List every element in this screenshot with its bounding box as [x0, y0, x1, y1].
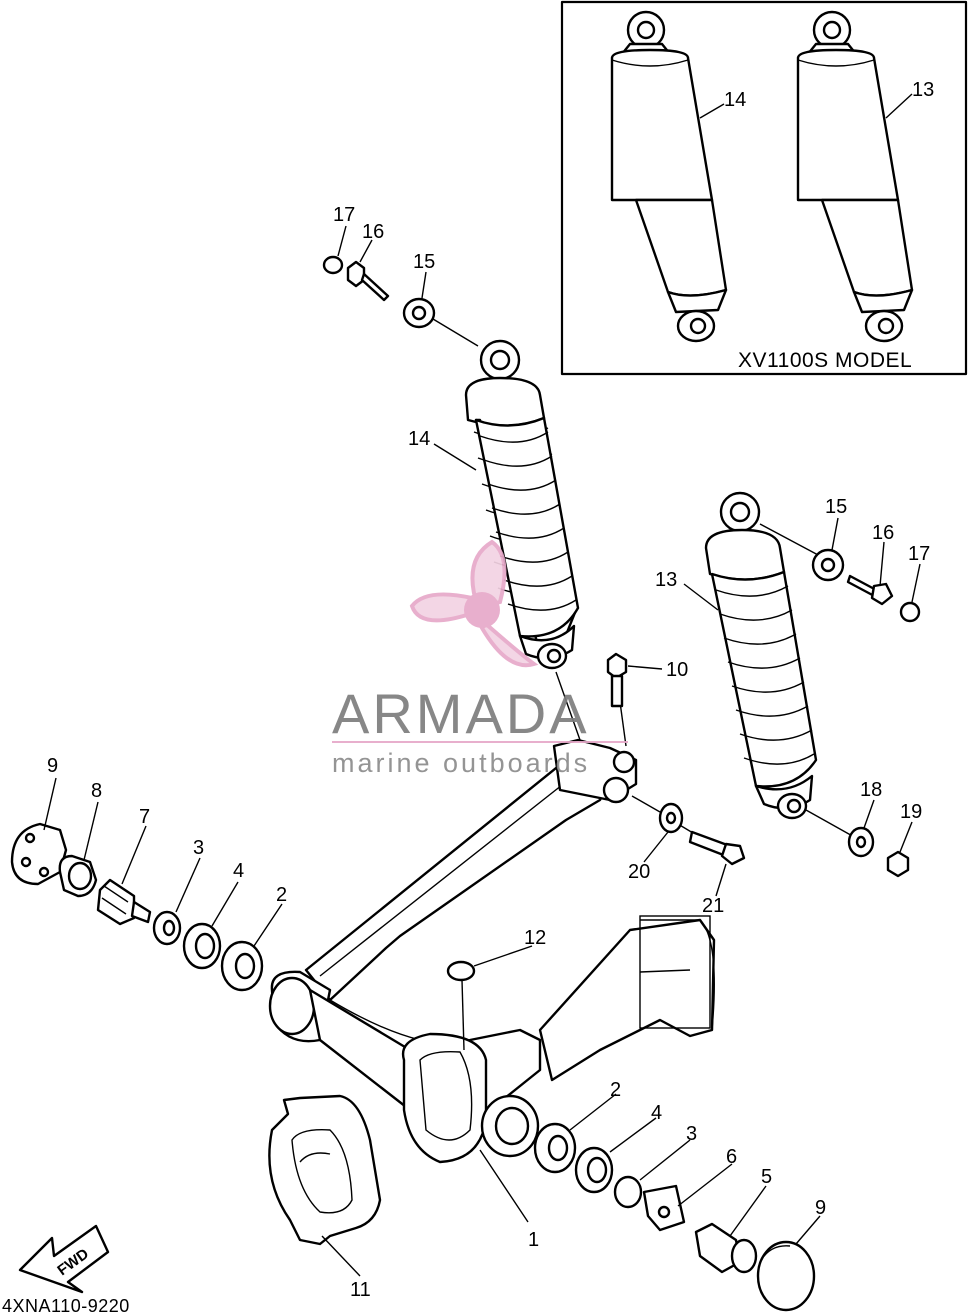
callout-16-right: 16 — [872, 522, 894, 544]
callout-20: 20 — [628, 861, 650, 883]
bolt-16-top — [346, 260, 366, 288]
callout-3-left: 3 — [193, 837, 204, 859]
watermark-tagline: marine outboards — [332, 748, 590, 778]
callout-18: 18 — [860, 779, 882, 801]
model-label: XV1100S MODEL — [738, 349, 912, 372]
diagram-code: 4XNA110-9220 — [2, 1296, 130, 1314]
callout-12: 12 — [524, 927, 546, 949]
callout-1: 1 — [528, 1229, 539, 1251]
propeller-icon — [409, 539, 539, 668]
callout-7: 7 — [139, 806, 150, 828]
small-parts — [10, 255, 921, 1312]
shaft-7 — [96, 878, 136, 926]
guard-11 — [268, 1094, 382, 1246]
watermark-brand: ARMADA — [332, 682, 590, 745]
callout-19: 19 — [900, 801, 922, 823]
callout-15-top: 15 — [413, 251, 435, 273]
callout-2-right: 2 — [610, 1079, 621, 1101]
spacer-3-right — [613, 1175, 643, 1209]
leader-lines — [43, 225, 921, 1245]
callout-17-right: 17 — [908, 543, 930, 565]
nut-17-right — [899, 601, 921, 623]
cover-9-left — [10, 822, 68, 886]
callout-13-inset: 13 — [912, 79, 934, 101]
nut-17-top — [322, 255, 344, 275]
callout-16-top: 16 — [362, 221, 384, 243]
watermark-logo: ARMADA marine outboards — [332, 539, 628, 778]
rear-shock-14 — [417, 309, 580, 670]
callout-3-right: 3 — [686, 1123, 697, 1145]
callout-8: 8 — [91, 780, 102, 802]
callout-21: 21 — [702, 895, 724, 917]
callout-10: 10 — [666, 659, 688, 681]
callout-11: 11 — [350, 1279, 371, 1301]
bolt-10 — [606, 652, 628, 680]
callout-5: 5 — [761, 1166, 772, 1188]
callouts: 14 13 17 16 15 14 15 16 17 13 10 18 19 2… — [47, 79, 934, 1301]
fwd-arrow: FWD — [18, 1224, 110, 1294]
callout-4-right: 4 — [651, 1102, 662, 1124]
callout-14-main: 14 — [408, 428, 430, 450]
inset-shock-13 — [796, 10, 914, 343]
callout-17-top: 17 — [333, 204, 355, 226]
rear-shock-13 — [704, 491, 857, 839]
callout-14-inset: 14 — [724, 89, 746, 111]
callout-13-main: 13 — [655, 569, 677, 591]
swingarm-1 — [268, 671, 716, 1223]
callout-9-left: 9 — [47, 755, 58, 777]
callout-6: 6 — [726, 1146, 737, 1168]
cover-9-right — [756, 1240, 816, 1312]
cap-12 — [446, 960, 476, 982]
nut-19 — [886, 850, 910, 878]
inset-xv1100s — [560, 0, 968, 376]
inset-shock-14 — [610, 10, 728, 343]
callout-4-left: 4 — [233, 860, 244, 882]
callout-2-left: 2 — [276, 884, 287, 906]
callout-9-right: 9 — [815, 1197, 826, 1219]
callout-15-right: 15 — [825, 496, 847, 518]
